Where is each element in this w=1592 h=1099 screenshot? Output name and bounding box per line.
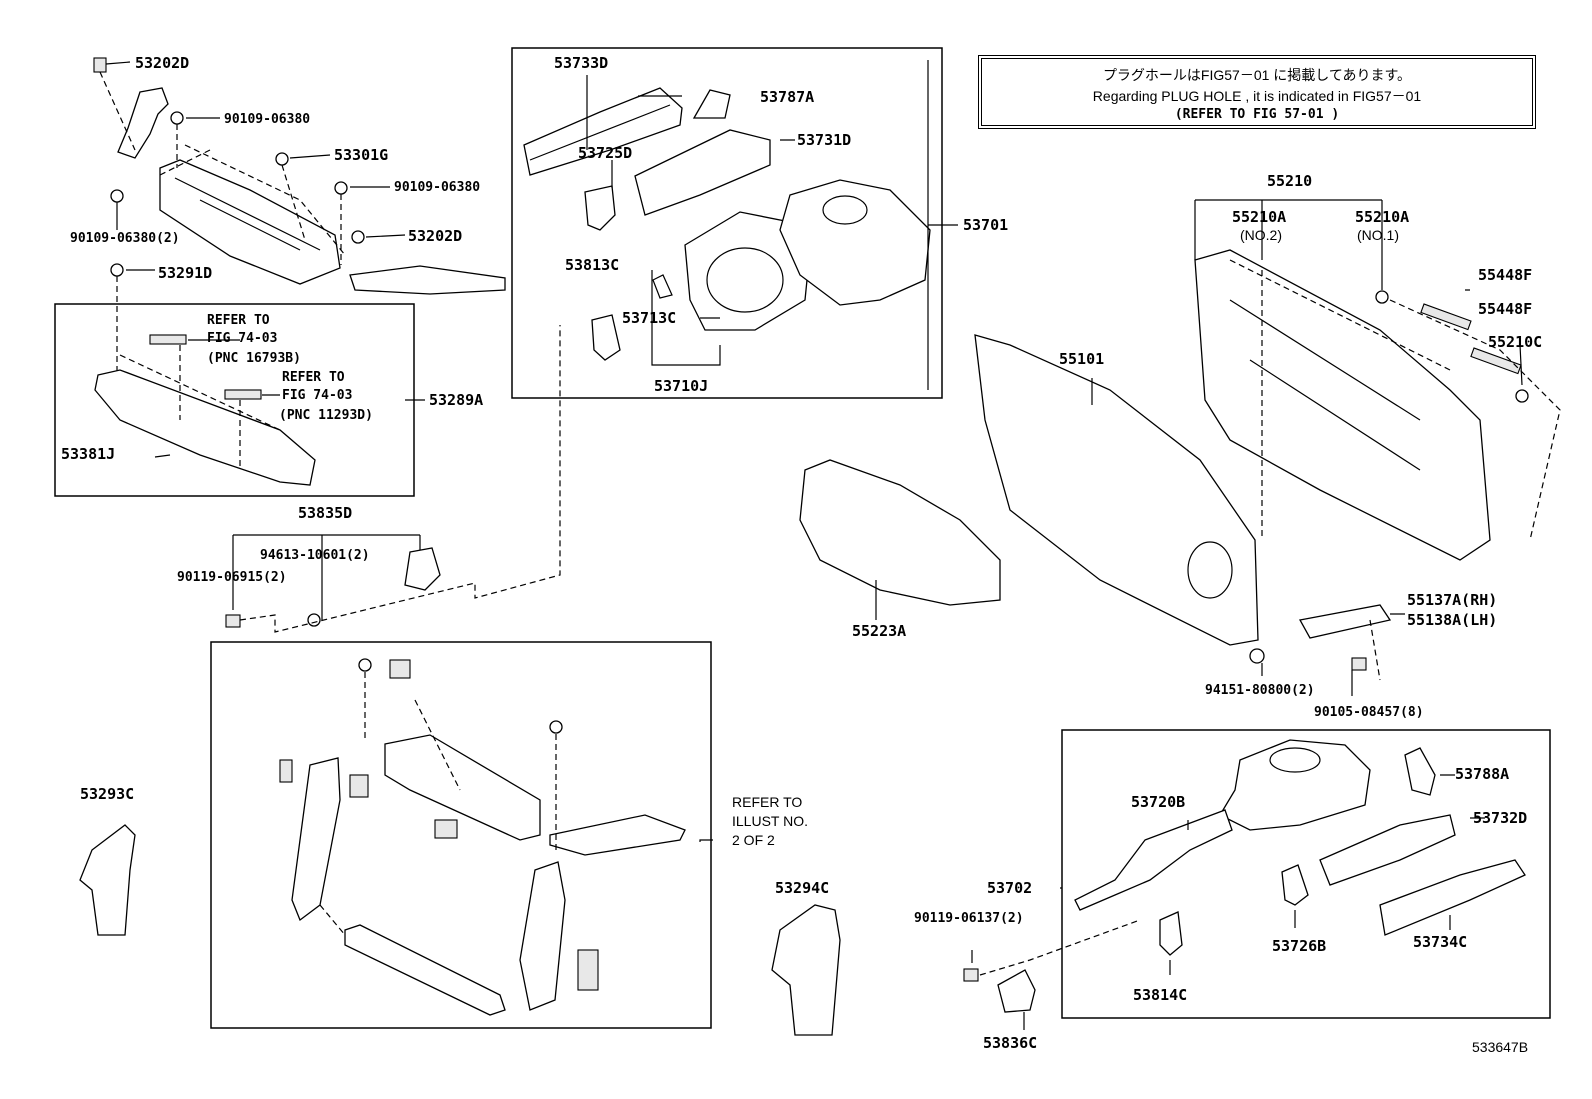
label-53701: 53701 bbox=[963, 216, 1009, 234]
part-53731D bbox=[634, 129, 771, 216]
part-53733D bbox=[523, 87, 683, 176]
part-53813C bbox=[591, 314, 621, 361]
part-53294C bbox=[771, 904, 841, 1036]
label-53787A: 53787A bbox=[760, 88, 815, 106]
label-illust-no: ILLUST NO. bbox=[732, 813, 808, 829]
label-55448F: 55448F bbox=[1478, 266, 1533, 284]
label-2-of-2: 2 OF 2 bbox=[732, 832, 775, 848]
label-pnc-16793b: (PNC 16793B) bbox=[207, 351, 301, 366]
note-line-japanese: プラグホールはFIG57－01 に掲載してあります。 bbox=[1102, 67, 1412, 83]
label-no1: (NO.1) bbox=[1357, 227, 1399, 243]
label-53291D: 53291D bbox=[158, 264, 213, 282]
part-53293C bbox=[79, 824, 136, 936]
label-53713C: 53713C bbox=[622, 309, 677, 327]
label-55137A-rh: 55137A(RH) bbox=[1407, 591, 1498, 609]
label-53835D: 53835D bbox=[298, 504, 353, 522]
group-box-53702 bbox=[1061, 729, 1551, 1019]
part-53726B bbox=[1281, 864, 1309, 906]
label-90119-06915: 90119-06915(2) bbox=[177, 570, 287, 585]
group-box-53701 bbox=[511, 47, 943, 399]
part-front-side-member-left bbox=[291, 757, 341, 922]
label-53813C: 53813C bbox=[565, 256, 620, 274]
label-53734C: 53734C bbox=[1413, 933, 1468, 951]
label-pnc-11293d: (PNC 11293D) bbox=[279, 408, 373, 423]
label-55210C: 55210C bbox=[1488, 333, 1543, 351]
label-53725D: 53725D bbox=[578, 144, 633, 162]
part-53710J-wheelhouse bbox=[684, 211, 811, 331]
note-line-refer: (REFER TO FIG 57-01 ) bbox=[1174, 107, 1340, 122]
plug-hole-note: プラグホールはFIG57－01 に掲載してあります。 Regarding PLU… bbox=[978, 55, 1536, 129]
label-53293C: 53293C bbox=[80, 785, 135, 803]
part-55210-silencer bbox=[1194, 249, 1491, 561]
group-box-refer-illust bbox=[210, 641, 712, 1029]
label-53702: 53702 bbox=[987, 879, 1033, 897]
label-53202D: 53202D bbox=[135, 54, 190, 72]
part-53701-apron bbox=[779, 179, 931, 306]
label-53289A: 53289A bbox=[429, 391, 484, 409]
part-53814C bbox=[1159, 911, 1183, 956]
label-55210A: 55210A bbox=[1355, 208, 1410, 226]
label-53836C: 53836C bbox=[983, 1034, 1038, 1052]
label-53788A: 53788A bbox=[1455, 765, 1510, 783]
label-90109-06380-2: 90109-06380(2) bbox=[70, 231, 180, 246]
label-53814C: 53814C bbox=[1133, 986, 1188, 1004]
label-no2: (NO.2) bbox=[1240, 227, 1282, 243]
part-53788A bbox=[1404, 747, 1436, 796]
label-53294C: 53294C bbox=[775, 879, 830, 897]
part-55137A-brace bbox=[1298, 604, 1392, 639]
label-53381J: 53381J bbox=[61, 445, 116, 463]
label-53726B: 53726B bbox=[1272, 937, 1327, 955]
label-90105-08457: 90105-08457(8) bbox=[1314, 705, 1424, 720]
label-55448F: 55448F bbox=[1478, 300, 1533, 318]
label-55101: 55101 bbox=[1059, 350, 1105, 368]
diagram-code: 533647B bbox=[1472, 1039, 1529, 1055]
part-53289A-panel bbox=[94, 334, 316, 486]
part-lower-crossmember bbox=[344, 924, 506, 1016]
part-55223A-insulator bbox=[799, 459, 1001, 606]
note-line-english: Regarding PLUG HOLE , it is indicated in… bbox=[1092, 88, 1422, 104]
part-53720B bbox=[1074, 809, 1233, 911]
part-right-upper-bracket bbox=[549, 814, 686, 856]
label-53301G: 53301G bbox=[334, 146, 389, 164]
label-55223A: 55223A bbox=[852, 622, 907, 640]
label-94613-10601: 94613-10601(2) bbox=[260, 548, 370, 563]
part-front-side-member-right bbox=[519, 861, 566, 1011]
label-53733D: 53733D bbox=[554, 54, 609, 72]
part-53836C bbox=[997, 969, 1036, 1013]
label-53732D: 53732D bbox=[1473, 809, 1528, 827]
part-53734C bbox=[1379, 859, 1526, 936]
label-53710J: 53710J bbox=[654, 377, 709, 395]
label-53731D: 53731D bbox=[797, 131, 852, 149]
label-90109-06380: 90109-06380 bbox=[394, 180, 481, 195]
label-refer-to: REFER TO bbox=[282, 370, 345, 385]
part-upper-cowl-panel bbox=[159, 159, 341, 285]
label-refer-to: REFER TO bbox=[732, 794, 803, 810]
label-fig-74-03: FIG 74-03 bbox=[282, 388, 353, 403]
label-53720B: 53720B bbox=[1131, 793, 1186, 811]
label-55210: 55210 bbox=[1267, 172, 1313, 190]
part-front-upper-crossmember bbox=[384, 734, 541, 841]
label-55210A: 55210A bbox=[1232, 208, 1287, 226]
part-53202D-mid-bracket bbox=[349, 265, 506, 295]
label-90119-06137: 90119-06137(2) bbox=[914, 911, 1024, 926]
part-53732D bbox=[1319, 814, 1456, 886]
label-fig-74-03: FIG 74-03 bbox=[207, 331, 278, 346]
label-90109-06380: 90109-06380 bbox=[224, 112, 311, 127]
part-55101-dash-panel bbox=[974, 334, 1259, 646]
part-53725D bbox=[584, 185, 616, 231]
part-55448F-strips bbox=[1420, 303, 1522, 375]
part-53202D-top-bracket bbox=[93, 57, 169, 159]
part-53835D-bracket bbox=[225, 547, 441, 628]
label-94151-80800: 94151-80800(2) bbox=[1205, 683, 1315, 698]
label-55138A-lh: 55138A(LH) bbox=[1407, 611, 1498, 629]
part-53702-apron bbox=[1219, 739, 1371, 831]
label-refer-to: REFER TO bbox=[207, 313, 270, 328]
part-53787A bbox=[692, 89, 731, 119]
label-53202D: 53202D bbox=[408, 227, 463, 245]
